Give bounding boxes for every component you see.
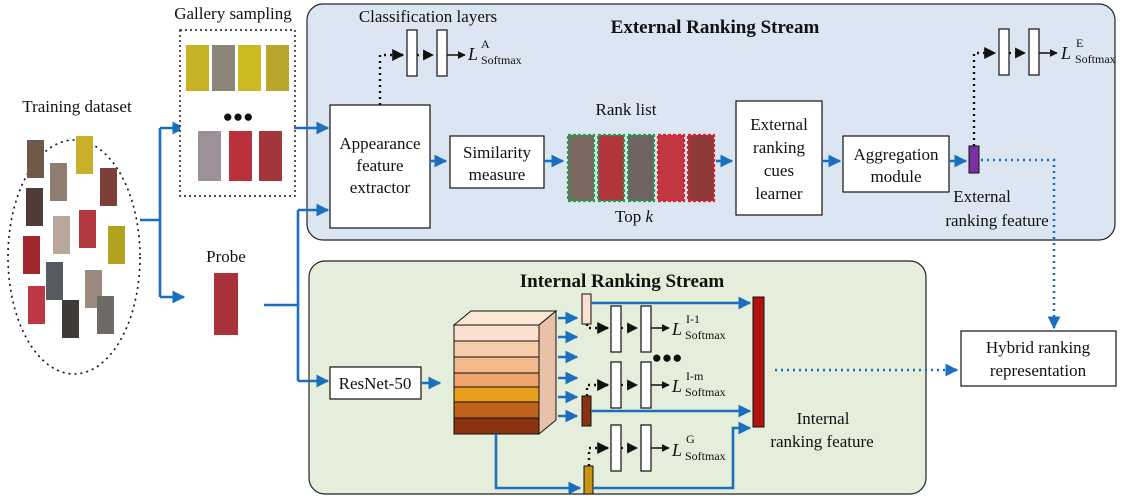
loss-e: L xyxy=(1060,43,1071,63)
global-feature xyxy=(583,465,594,495)
loss-g-sub: Softmax xyxy=(685,449,726,463)
internal-ellipsis: ●●● xyxy=(652,348,683,367)
person-crop-icon xyxy=(214,273,238,335)
loss-g: L xyxy=(671,440,682,460)
cues-label-3: cues xyxy=(764,161,794,180)
person-crop-icon xyxy=(62,300,79,338)
gallery-thumbnails xyxy=(186,45,289,181)
features-to-internal-arrows xyxy=(494,296,752,495)
probe-label: Probe xyxy=(206,247,246,266)
internal-stream-title: Internal Ranking Stream xyxy=(520,271,725,292)
aggregation-label-1: Aggregation xyxy=(854,145,939,164)
loss-e-sup: E xyxy=(1076,36,1083,50)
rank-item-3 xyxy=(626,133,656,203)
loss-a: L xyxy=(467,44,478,64)
loss-im-sup: I-m xyxy=(686,369,704,383)
person-crop-icon xyxy=(79,210,96,248)
aggregation-label-2: module xyxy=(871,167,922,186)
loss-a-sup: A xyxy=(481,37,490,51)
external-ranking-feature-bar xyxy=(968,145,980,174)
person-crop-icon xyxy=(229,131,252,181)
person-crop-icon xyxy=(238,45,261,91)
classification-head-e xyxy=(972,28,1058,146)
gallery-sampling-label: Gallery sampling xyxy=(174,4,292,23)
person-crop-icon xyxy=(23,236,40,274)
rank-item-5 xyxy=(686,133,716,203)
external-stream-title: External Ranking Stream xyxy=(611,17,820,38)
person-crop-icon xyxy=(46,262,63,300)
part-feature-m xyxy=(581,395,592,427)
rank-item-1 xyxy=(566,133,596,203)
gallery-ellipsis: ●●● xyxy=(223,107,254,126)
external-feature-label-2: ranking feature xyxy=(945,211,1048,230)
rank-list xyxy=(566,133,716,203)
training-person-thumbnails xyxy=(23,136,125,338)
loss-a-sub: Softmax xyxy=(481,53,522,67)
person-crop-icon xyxy=(108,226,125,264)
person-crop-icon xyxy=(100,168,117,206)
person-crop-icon xyxy=(26,188,43,226)
similarity-label-2: measure xyxy=(469,165,526,184)
external-to-hybrid-arrow xyxy=(981,158,1061,330)
loss-im-sub: Softmax xyxy=(685,385,726,399)
classification-layers-label: Classification layers xyxy=(359,7,497,26)
internal-feature-label-1: Internal xyxy=(797,409,850,428)
training-dataset-ellipse xyxy=(7,139,141,375)
person-crop-icon xyxy=(212,45,235,91)
feature-stack-icon xyxy=(452,309,558,436)
hybrid-label-1: Hybrid ranking xyxy=(986,338,1091,357)
internal-feature-label-2: ranking feature xyxy=(770,432,873,451)
loss-e-sub: Softmax xyxy=(1075,52,1116,66)
probe-branch-arrows xyxy=(264,121,330,388)
rank-item-4 xyxy=(656,133,686,203)
training-dataset-label: Training dataset xyxy=(22,97,132,116)
stack-output-arrows xyxy=(558,311,579,423)
loss-im: L xyxy=(671,376,682,396)
rank-list-label: Rank list xyxy=(596,100,657,119)
classification-head-a xyxy=(378,29,466,105)
similarity-label-1: Similarity xyxy=(463,143,532,162)
training-branch-arrows xyxy=(140,121,186,304)
person-crop-icon xyxy=(198,131,221,181)
appearance-label-1: Appearance xyxy=(339,134,420,153)
part-feature-1 xyxy=(581,293,592,325)
aggregation-module-box xyxy=(842,135,950,193)
cues-label-1: External xyxy=(750,115,808,134)
person-crop-icon xyxy=(50,163,67,201)
loss-i1-sup: I-1 xyxy=(686,312,700,326)
classification-head-i1 xyxy=(585,305,670,353)
loss-g-sup: G xyxy=(686,432,695,446)
person-crop-icon xyxy=(259,131,282,181)
person-crop-icon xyxy=(97,296,114,334)
internal-ranking-feature-bar xyxy=(752,296,765,428)
external-feature-label-1: External xyxy=(953,187,1011,206)
rank-item-2 xyxy=(596,133,626,203)
appearance-label-3: extractor xyxy=(350,178,411,197)
cues-label-4: learner xyxy=(755,184,803,203)
classification-head-im xyxy=(585,361,670,409)
classification-head-g xyxy=(587,424,670,472)
loss-i1: L xyxy=(671,319,682,339)
hybrid-label-2: representation xyxy=(990,361,1087,380)
person-crop-icon xyxy=(53,216,70,254)
person-crop-icon xyxy=(76,136,93,174)
resnet-box xyxy=(329,366,422,400)
cues-learner-box xyxy=(735,100,823,216)
person-crop-icon xyxy=(28,286,45,324)
resnet-label: ResNet-50 xyxy=(339,374,412,393)
cues-label-2: ranking xyxy=(753,138,805,157)
loss-i1-sub: Softmax xyxy=(685,328,726,342)
appearance-label-2: feature xyxy=(356,156,403,175)
person-crop-icon xyxy=(186,45,209,91)
top-k-label: Top k xyxy=(615,207,653,226)
similarity-measure-box xyxy=(449,135,545,189)
person-crop-icon xyxy=(27,140,44,178)
person-crop-icon xyxy=(266,45,289,91)
appearance-feature-extractor-box xyxy=(329,104,431,229)
hybrid-representation-box xyxy=(960,330,1117,387)
